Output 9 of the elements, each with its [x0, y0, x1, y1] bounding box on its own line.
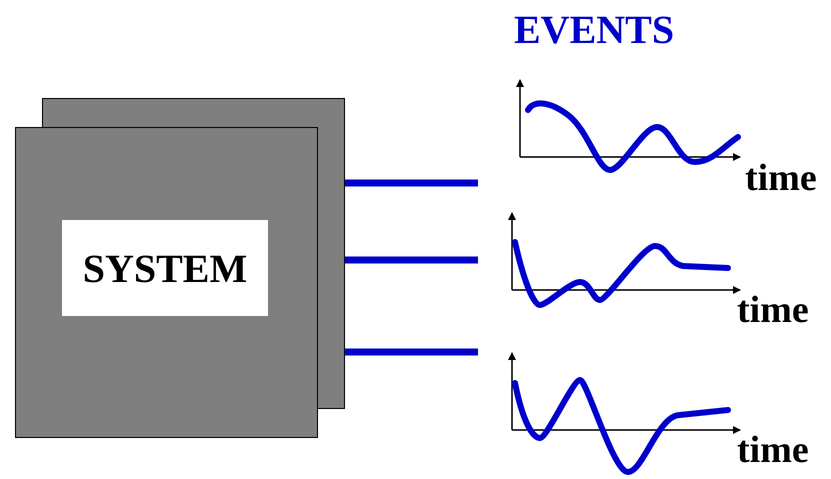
connector-line: [345, 180, 478, 186]
heading: EVENTS: [514, 8, 674, 52]
axis-label: time: [737, 430, 809, 470]
stacked-system-box: [15, 98, 345, 438]
axis-label: time: [737, 290, 809, 330]
system-label: SYSTEM: [62, 220, 268, 316]
connector-line: [345, 256, 478, 264]
axis-label: time: [745, 158, 817, 198]
connector-line: [345, 348, 478, 356]
